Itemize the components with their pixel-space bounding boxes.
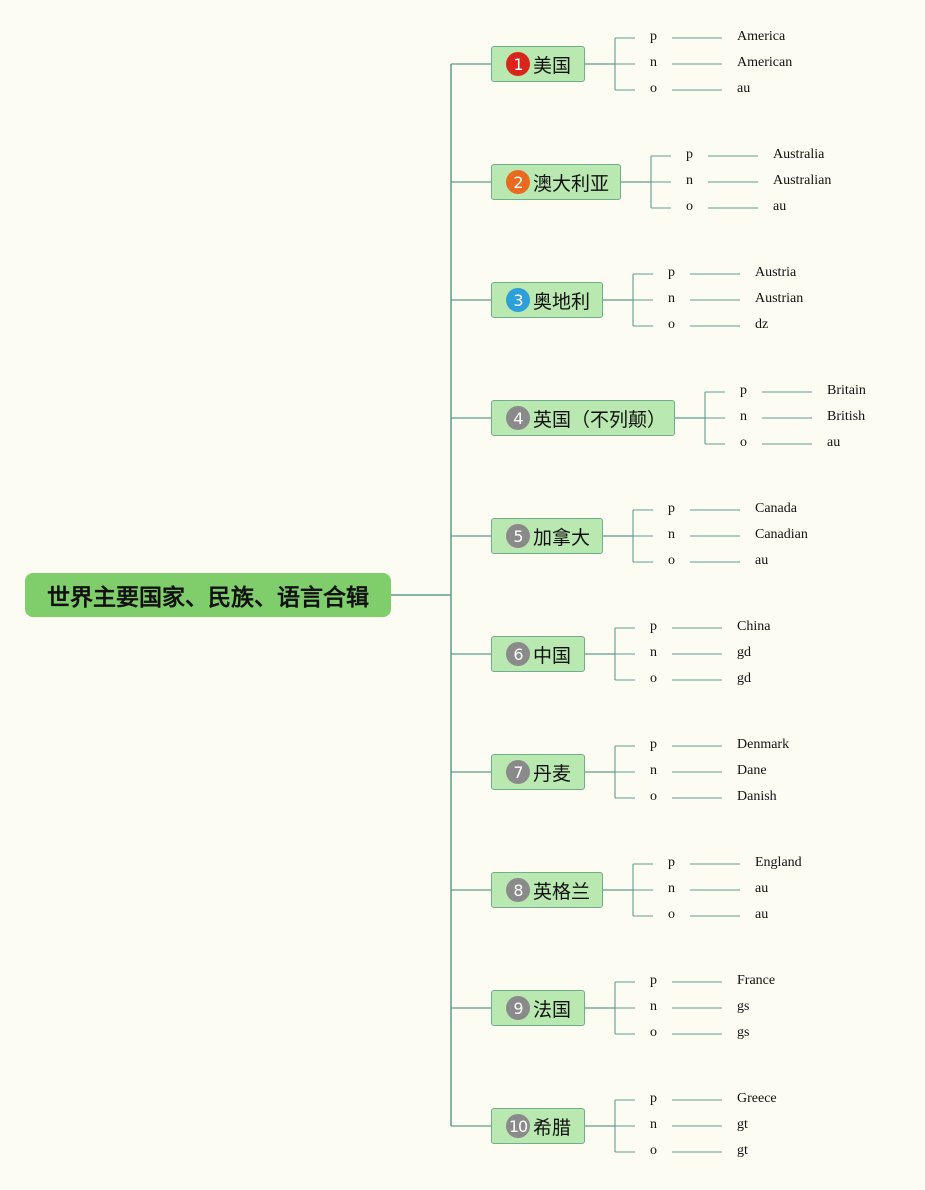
leaf-value[interactable]: gd xyxy=(737,671,751,686)
leaf-value[interactable]: Canadian xyxy=(755,527,808,542)
number-badge-icon: 9 xyxy=(506,996,530,1020)
branch-label: 丹麦 xyxy=(533,762,572,785)
leaf-value[interactable]: France xyxy=(737,973,776,988)
leaf-value[interactable]: Austrian xyxy=(755,291,804,306)
leaf-key[interactable]: n xyxy=(668,881,675,896)
leaf-value[interactable]: gs xyxy=(737,1025,750,1040)
leaf-key[interactable]: p xyxy=(686,147,693,162)
leaf-value[interactable]: Greece xyxy=(737,1091,777,1106)
number-badge-icon: 5 xyxy=(506,524,530,548)
leaf-key[interactable]: n xyxy=(740,409,747,424)
leaf-key[interactable]: o xyxy=(668,317,675,332)
leaf-key[interactable]: p xyxy=(650,973,657,988)
leaf-value[interactable]: England xyxy=(755,855,802,870)
branch-label: 英国（不列颠） xyxy=(533,408,667,431)
leaf-key[interactable]: n xyxy=(650,645,657,660)
leaf-value[interactable]: China xyxy=(737,619,771,634)
branch-label: 奥地利 xyxy=(533,290,591,313)
leaf-key[interactable]: n xyxy=(668,291,675,306)
leaf-value[interactable]: Dane xyxy=(737,763,767,778)
leaf-value[interactable]: au xyxy=(755,881,769,896)
number-badge-icon: 7 xyxy=(506,760,530,784)
branch-label: 中国 xyxy=(533,644,572,667)
number-badge-icon: 10 xyxy=(506,1114,530,1138)
leaf-value[interactable]: Canada xyxy=(755,501,797,516)
leaf-key[interactable]: o xyxy=(650,789,657,804)
leaf-key[interactable]: p xyxy=(650,29,657,44)
leaf-key[interactable]: o xyxy=(650,1025,657,1040)
leaf-value[interactable]: British xyxy=(827,409,866,424)
leaf-key[interactable]: n xyxy=(650,763,657,778)
branch-label: 加拿大 xyxy=(533,526,591,549)
branch-label: 希腊 xyxy=(533,1116,572,1139)
leaf-key[interactable]: p xyxy=(668,855,675,870)
leaf-key[interactable]: n xyxy=(668,527,675,542)
leaf-value[interactable]: gd xyxy=(737,645,751,660)
leaf-key[interactable]: o xyxy=(650,1143,657,1158)
leaf-key[interactable]: p xyxy=(740,383,747,398)
leaf-value[interactable]: Australian xyxy=(773,173,832,188)
leaf-key[interactable]: p xyxy=(668,501,675,516)
leaf-key[interactable]: p xyxy=(650,1091,657,1106)
leaf-key[interactable]: n xyxy=(686,173,693,188)
number-badge-icon: 4 xyxy=(506,406,530,430)
leaf-value[interactable]: Britain xyxy=(827,383,866,398)
leaf-key[interactable]: n xyxy=(650,1117,657,1132)
leaf-key[interactable]: o xyxy=(650,671,657,686)
leaf-value[interactable]: American xyxy=(737,55,793,70)
number-badge-icon: 6 xyxy=(506,642,530,666)
number-badge-icon: 1 xyxy=(506,52,530,76)
leaf-key[interactable]: o xyxy=(650,81,657,96)
leaf-value[interactable]: au xyxy=(737,81,751,96)
number-badge-icon: 3 xyxy=(506,288,530,312)
leaf-value[interactable]: Danish xyxy=(737,789,777,804)
leaf-key[interactable]: o xyxy=(740,435,747,450)
leaf-value[interactable]: au xyxy=(755,907,769,922)
leaf-value[interactable]: Austria xyxy=(755,265,797,280)
leaf-value[interactable]: gt xyxy=(737,1143,748,1158)
leaf-key[interactable]: n xyxy=(650,999,657,1014)
leaf-value[interactable]: Australia xyxy=(773,147,825,162)
leaf-value[interactable]: au xyxy=(773,199,787,214)
leaf-value[interactable]: gt xyxy=(737,1117,748,1132)
leaf-value[interactable]: Denmark xyxy=(737,737,790,752)
branch-label: 美国 xyxy=(533,54,572,77)
leaf-key[interactable]: p xyxy=(668,265,675,280)
leaf-key[interactable]: n xyxy=(650,55,657,70)
branch-label: 英格兰 xyxy=(533,880,591,903)
leaf-value[interactable]: America xyxy=(737,29,786,44)
branch-label: 澳大利亚 xyxy=(533,172,610,195)
number-badge-icon: 8 xyxy=(506,878,530,902)
leaf-key[interactable]: o xyxy=(668,553,675,568)
leaf-value[interactable]: au xyxy=(755,553,769,568)
leaf-value[interactable]: au xyxy=(827,435,841,450)
leaf-key[interactable]: o xyxy=(668,907,675,922)
number-badge-icon: 2 xyxy=(506,170,530,194)
leaf-key[interactable]: p xyxy=(650,619,657,634)
root-topic[interactable]: 世界主要国家、民族、语言合辑 xyxy=(25,573,391,617)
leaf-key[interactable]: o xyxy=(686,199,693,214)
leaf-key[interactable]: p xyxy=(650,737,657,752)
leaf-value[interactable]: dz xyxy=(755,317,769,332)
leaf-value[interactable]: gs xyxy=(737,999,750,1014)
branch-label: 法国 xyxy=(533,998,572,1021)
